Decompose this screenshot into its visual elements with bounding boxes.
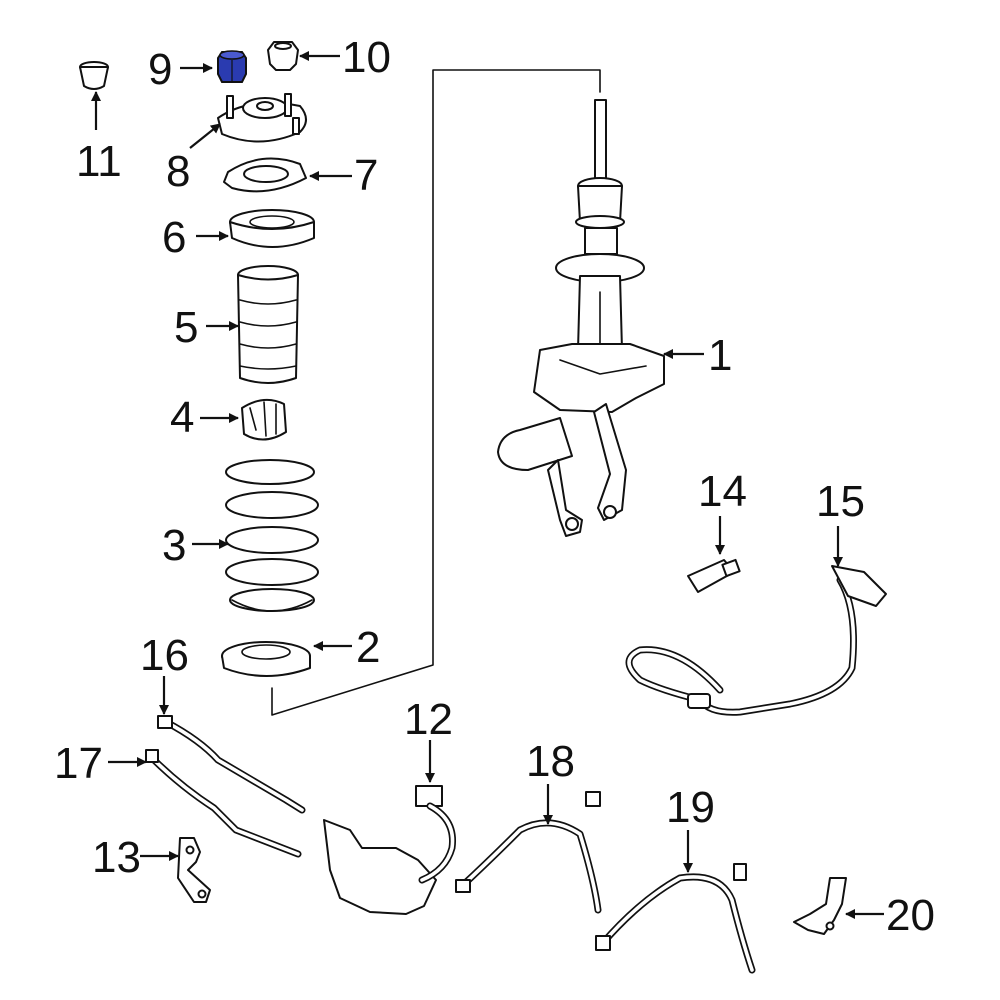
part-2-lower-insulator[interactable] (221, 641, 311, 677)
part-12-module[interactable] (323, 785, 457, 915)
part-9-nut-highlighted[interactable] (217, 50, 247, 83)
callout-12: 12 (404, 695, 453, 744)
part-19-brake-hose[interactable] (595, 863, 756, 974)
callout-2: 2 (356, 623, 380, 672)
callout-4: 4 (170, 393, 194, 442)
part-10-nut[interactable] (267, 41, 299, 71)
callout-16: 16 (140, 631, 189, 680)
part-16-harness[interactable] (157, 715, 306, 814)
callout-labels: 1 2 3 4 5 6 7 8 9 10 11 12 13 14 15 16 1… (54, 33, 935, 940)
callout-17: 17 (54, 739, 103, 788)
part-18-brake-hose[interactable] (455, 791, 602, 914)
callout-5: 5 (174, 303, 198, 352)
callout-10: 10 (342, 33, 391, 82)
part-14-sensor[interactable] (687, 558, 741, 593)
callout-9: 9 (148, 45, 172, 94)
part-4-bump-stop[interactable] (241, 398, 287, 441)
callout-1: 1 (708, 331, 732, 380)
part-1-strut-knuckle[interactable] (497, 99, 665, 537)
part-13-bracket[interactable] (177, 837, 211, 903)
part-15-wiring-harness[interactable] (625, 565, 887, 716)
callout-19: 19 (666, 783, 715, 832)
callout-7: 7 (354, 151, 378, 200)
callout-18: 18 (526, 737, 575, 786)
callout-13: 13 (92, 833, 141, 882)
part-11-cap[interactable] (79, 61, 109, 90)
part-7-insulator[interactable] (223, 157, 307, 193)
callout-11: 11 (76, 137, 122, 186)
callout-14: 14 (698, 467, 747, 516)
part-8-strut-mount[interactable] (217, 93, 307, 143)
part-5-dust-boot[interactable] (237, 265, 299, 384)
callout-arrows (91, 51, 884, 919)
part-3-coil-spring[interactable] (225, 459, 319, 612)
callout-6: 6 (162, 213, 186, 262)
part-17-harness[interactable] (145, 749, 302, 858)
callout-20: 20 (886, 891, 935, 940)
callout-15: 15 (816, 477, 865, 526)
callout-8: 8 (166, 147, 190, 196)
assembly-bracket-line (271, 69, 601, 716)
part-6-spring-seat[interactable] (229, 209, 315, 248)
part-20-bracket[interactable] (793, 877, 847, 935)
callout-3: 3 (162, 521, 186, 570)
